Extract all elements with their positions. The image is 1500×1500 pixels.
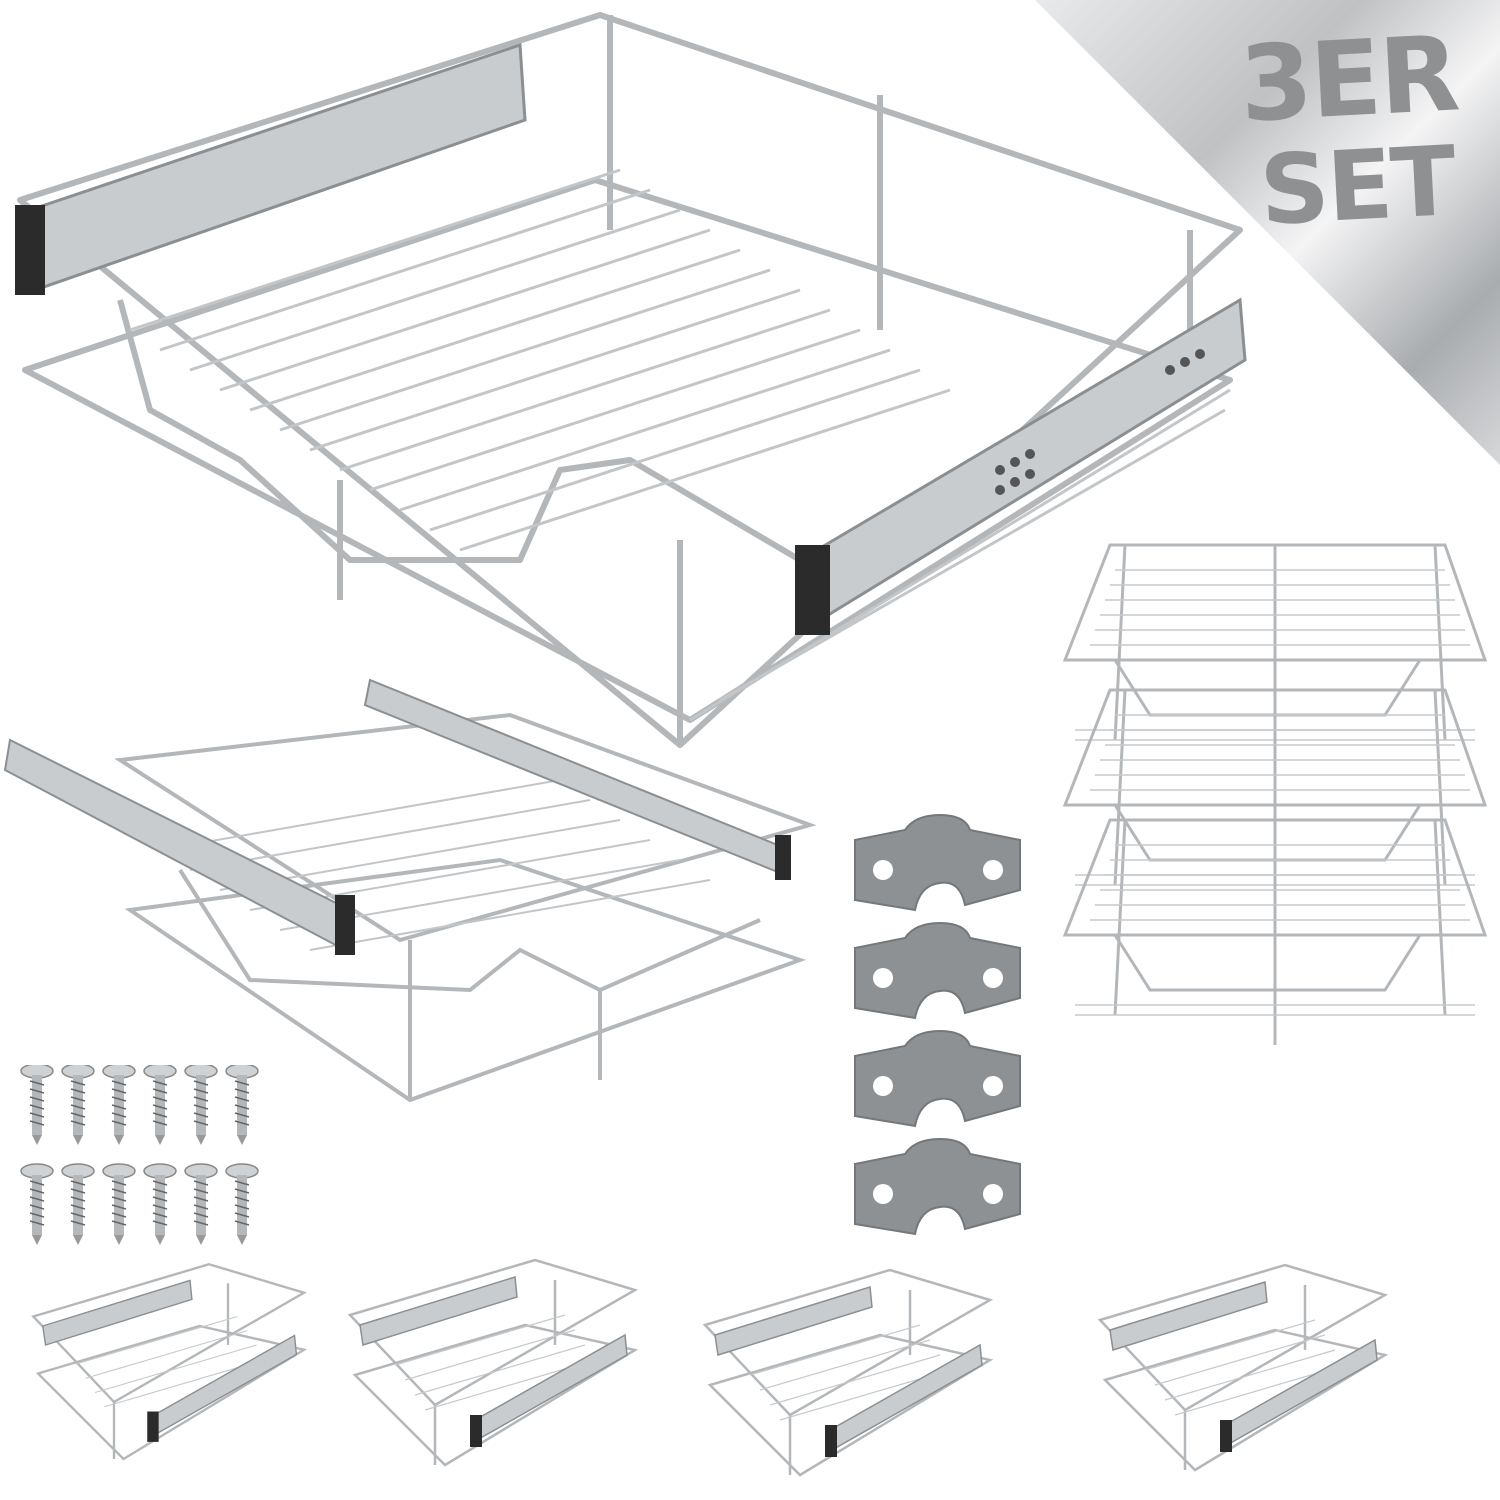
screw-icon bbox=[20, 1065, 259, 1246]
rail-stop-icon bbox=[335, 895, 355, 955]
size-variants bbox=[32, 1258, 1387, 1477]
rail-stop-back-icon bbox=[15, 205, 45, 295]
bracket-icon bbox=[854, 814, 1021, 1235]
badge-line-2: SET bbox=[1257, 124, 1458, 248]
screws-group bbox=[20, 1065, 259, 1246]
variant-2-icon bbox=[348, 1258, 637, 1467]
variant-4-icon bbox=[1098, 1263, 1387, 1472]
left-rail bbox=[3, 738, 352, 952]
set-badge: 3ER SET bbox=[980, 0, 1500, 520]
brackets-group bbox=[854, 814, 1021, 1235]
rail-stop-front-icon bbox=[795, 545, 830, 635]
basket-icon bbox=[1063, 543, 1487, 1047]
right-rail bbox=[363, 678, 792, 877]
stacked-baskets bbox=[1063, 543, 1487, 1047]
variant-1-icon bbox=[32, 1263, 306, 1461]
badge-background-icon bbox=[1035, 0, 1500, 465]
rail-stop-icon bbox=[775, 835, 791, 880]
secondary-basket bbox=[3, 678, 817, 1103]
main-basket bbox=[15, 12, 1247, 748]
variant-3-icon bbox=[703, 1268, 992, 1477]
